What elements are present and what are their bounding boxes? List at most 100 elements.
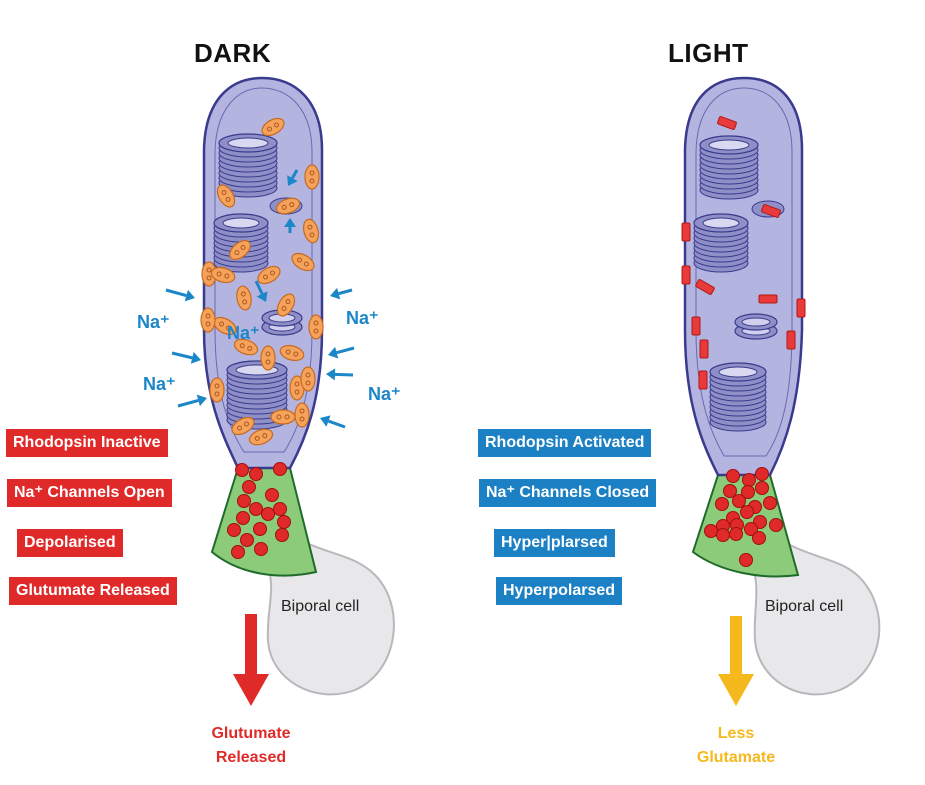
light-bipolar-cell-label: Biporal cell: [765, 598, 844, 615]
open-sodium-channel: [300, 366, 316, 392]
open-sodium-channel: [294, 402, 310, 428]
glutamate-vesicle: [249, 502, 263, 516]
closed-sodium-channel: [786, 330, 796, 350]
dark-bottom-label-line2: Released: [215, 749, 287, 766]
dark-label-glutamate-released: Glutumate Released: [9, 577, 177, 605]
open-sodium-channel: [233, 338, 259, 356]
open-sodium-channel: [291, 252, 315, 272]
sodium-ion-label: Na⁺: [368, 384, 401, 404]
glutamate-vesicle: [227, 523, 241, 537]
glutamate-vesicle: [755, 467, 769, 481]
glutamate-vesicle: [249, 467, 263, 481]
glutamate-vesicle: [273, 502, 287, 516]
glutamate-vesicle: [742, 473, 756, 487]
sodium-influx-arrow: [171, 351, 201, 364]
light-rod-cell: [681, 76, 881, 696]
open-sodium-channel: [210, 266, 236, 284]
open-sodium-channel: [261, 117, 285, 137]
glutamate-vesicle: [723, 484, 737, 498]
glutamate-vesicle: [242, 480, 256, 494]
sodium-influx-arrow: [328, 346, 355, 359]
disc-stack: [709, 362, 767, 432]
sodium-influx-arrow: [284, 218, 296, 233]
dark-bipolar-cell-label: Biporal cell: [281, 598, 360, 615]
open-sodium-channel: [236, 285, 252, 311]
open-sodium-channel: [304, 164, 320, 190]
open-sodium-channel: [216, 184, 236, 208]
dark-rod-cell: [165, 76, 395, 696]
sodium-influx-arrow: [320, 415, 346, 429]
glutamate-vesicle: [236, 511, 250, 525]
dark-label-rhodopsin-inactive: Rhodopsin Inactive: [6, 429, 168, 457]
glutamate-vesicle: [716, 528, 730, 542]
glutamate-vesicle: [265, 488, 279, 502]
glutamate-vesicle: [726, 469, 740, 483]
open-sodium-channel: [276, 293, 296, 317]
light-label-rhodopsin-activated: Rhodopsin Activated: [478, 429, 652, 457]
glutamate-vesicle: [275, 528, 289, 542]
glutamate-vesicle: [744, 522, 758, 536]
open-sodium-channel: [248, 428, 274, 446]
open-sodium-channel: [200, 307, 216, 333]
sodium-ion-label: Na⁺: [227, 323, 260, 343]
dark-bottom-label-line1: Glutumate: [211, 725, 291, 742]
glutamate-vesicle: [253, 522, 267, 536]
dark-synaptic-terminal: [210, 467, 318, 577]
open-sodium-channel: [229, 240, 251, 260]
dark-panel-title: DARK: [194, 38, 272, 68]
open-sodium-channel: [231, 416, 255, 436]
light-bottom-label: Less Glutamate: [681, 722, 791, 770]
sodium-ion-label: Na⁺: [137, 312, 170, 332]
open-sodium-channel: [270, 409, 296, 425]
closed-sodium-channel: [796, 298, 806, 318]
disc-stack: [226, 360, 288, 430]
disc-stack: [693, 213, 749, 273]
closed-sodium-channel: [681, 222, 691, 242]
light-bottom-label-line2: Glutamate: [696, 749, 776, 766]
dark-bottom-label: Glutumate Released: [196, 722, 306, 770]
light-label-hyperpolarised-1: Hyper|plarsed: [494, 529, 615, 557]
sodium-influx-arrow: [326, 368, 354, 381]
light-panel-title: LIGHT: [668, 38, 749, 68]
glutamate-vesicle: [273, 462, 287, 476]
open-sodium-channel: [279, 344, 305, 362]
sodium-influx-arrow: [165, 288, 195, 302]
sodium-influx-arrow: [287, 169, 299, 186]
glutamate-vesicle: [769, 518, 783, 532]
sodium-ion-label: Na⁺: [143, 374, 176, 394]
disc-ring: [261, 309, 303, 336]
open-sodium-channel: [257, 265, 281, 285]
glutamate-vesicle: [715, 497, 729, 511]
open-sodium-channel: [209, 377, 225, 403]
glutamate-vesicle: [704, 524, 718, 538]
sodium-ion-label: Na⁺: [346, 308, 379, 328]
glutamate-vesicle: [231, 545, 245, 559]
dark-label-na-channels-open: Na⁺ Channels Open: [7, 479, 172, 507]
closed-sodium-channel: [761, 204, 781, 218]
glutamate-vesicle: [741, 485, 755, 499]
glutamate-vesicle: [261, 507, 275, 521]
open-sodium-channel: [260, 345, 276, 371]
glutamate-vesicle: [235, 463, 249, 477]
glutamate-vesicle: [240, 533, 254, 547]
sodium-influx-arrow: [254, 280, 268, 302]
light-label-hyperpolarised-2: Hyperpolarsed: [496, 577, 623, 605]
disc-stack: [218, 133, 278, 198]
closed-sodium-channel: [681, 265, 691, 285]
light-label-na-channels-closed: Na⁺ Channels Closed: [479, 479, 657, 507]
disc-stack: [699, 135, 759, 200]
glutamate-vesicle: [254, 542, 268, 556]
dark-label-depolarised: Depolarised: [17, 529, 123, 557]
closed-sodium-channel: [698, 370, 708, 390]
open-sodium-channel: [302, 218, 320, 244]
sodium-influx-arrow: [177, 394, 207, 408]
light-bottom-label-line1: Less: [717, 725, 755, 742]
glutamate-vesicle: [739, 553, 753, 567]
less-glutamate-arrow: [718, 616, 754, 706]
glutamate-vesicle: [755, 481, 769, 495]
closed-sodium-channel: [699, 339, 709, 359]
open-sodium-channel: [275, 197, 301, 215]
glutamate-vesicle: [752, 531, 766, 545]
closed-sodium-channel: [695, 279, 715, 295]
